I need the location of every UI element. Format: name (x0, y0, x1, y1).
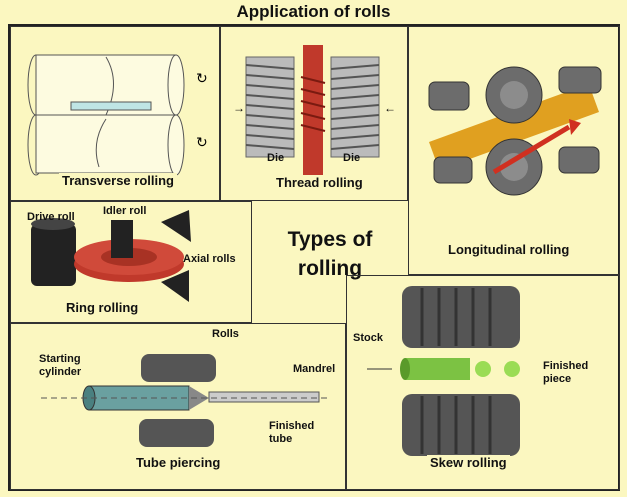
skew-stock-label: Stock (353, 332, 383, 344)
ring-idler-roll-label: Idler roll (103, 205, 147, 217)
panel-tube-piercing: Rolls Starting cylinder Mandrel Finished… (10, 323, 346, 490)
ring-drive-roll-label: Drive roll (27, 211, 75, 223)
tube-finished-tube-line1: Finished (269, 420, 315, 432)
tube-piercing-illustration (41, 354, 331, 447)
skew-rolling-caption: Skew rolling (427, 455, 510, 470)
thread-rolling-illustration: → ← (233, 45, 396, 175)
svg-text:↻: ↻ (196, 134, 208, 150)
skew-finished-piece-label: Finished piece (543, 360, 588, 385)
transverse-rolling-caption: Transverse rolling (59, 173, 177, 188)
svg-text:→: → (233, 101, 245, 115)
types-of-rolling-line1: Types of (287, 228, 373, 251)
tube-starting-cylinder-line2: cylinder (39, 365, 82, 378)
types-of-rolling-heading: Types of rolling (252, 225, 408, 284)
panel-longitudinal-rolling: Longitudinal rolling (408, 26, 620, 275)
skew-rolling-illustration (367, 286, 520, 456)
thread-right-die-label: Die (343, 152, 361, 164)
ring-axial-rolls-label: Axial rolls (183, 253, 236, 265)
ring-rolling-caption: Ring rolling (63, 300, 142, 315)
tube-finished-tube-label: Finished tube (269, 420, 314, 445)
page-title: Application of rolls (236, 2, 391, 21)
thread-rolling-caption: Thread rolling (273, 175, 366, 190)
panel-ring-rolling: Drive roll Idler roll Axial rolls Ring r… (10, 201, 252, 323)
types-of-rolling-line2: rolling (297, 257, 363, 281)
tube-finished-tube-line2: tube (269, 432, 293, 445)
svg-text:←: ← (384, 101, 396, 115)
tube-rolls-label: Rolls (212, 328, 239, 340)
panel-skew-rolling: Stock Finished piece Skew rolling (346, 275, 620, 490)
skew-finished-piece-line2: piece (543, 372, 572, 385)
transverse-rolling-illustration: ↻ ↻ (27, 54, 208, 176)
panel-thread-rolling: → ← Die Die Thread rolling (220, 26, 408, 201)
panel-transverse-rolling: ↻ ↻ Transverse rolling (10, 26, 220, 201)
tube-piercing-caption: Tube piercing (133, 455, 224, 470)
tube-starting-cylinder-line1: Starting (39, 353, 81, 365)
skew-finished-piece-line1: Finished (543, 360, 589, 372)
thread-left-die-label: Die (267, 152, 285, 164)
longitudinal-rolling-caption: Longitudinal rolling (445, 242, 573, 257)
svg-text:↻: ↻ (196, 70, 208, 86)
ring-rolling-illustration (31, 210, 191, 302)
tube-mandrel-label: Mandrel (293, 363, 336, 375)
tube-starting-cylinder-label: Starting cylinder (39, 353, 81, 378)
longitudinal-rolling-illustration (428, 66, 602, 196)
